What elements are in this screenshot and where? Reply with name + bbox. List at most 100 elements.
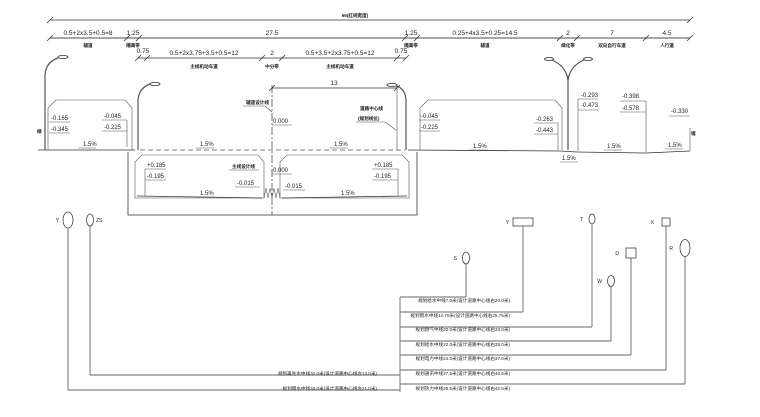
- pipe-code-label: Y: [56, 218, 60, 224]
- slope-value: 1.5%: [83, 142, 97, 148]
- slope-value: 1.5%: [200, 142, 214, 148]
- lamp-head-icon: [149, 82, 161, 87]
- elevation-callout-right-aux-right: -0.263 -0.443: [534, 117, 559, 150]
- slope-value: 1.5%: [668, 143, 682, 149]
- slope-main-upper-right: 1.5%: [330, 142, 348, 149]
- left-end-label: 绿: [37, 128, 42, 135]
- segment-name: 隔离带: [126, 42, 140, 49]
- pipe-circle-icon: [588, 213, 596, 225]
- elevation-value: -0.473: [581, 103, 599, 109]
- dimension-tick: [135, 34, 143, 42]
- pipe-s: S: [400, 251, 470, 298]
- dimension-tick: [686, 16, 694, 24]
- pipe-y: Y: [56, 211, 400, 391]
- elevation-value: -0.195: [374, 174, 392, 180]
- total-width-label: 66(红线宽度): [342, 12, 369, 19]
- elevation-value: -0.293: [581, 93, 599, 99]
- pipe-y: Y: [400, 217, 534, 313]
- pipe-label: 规划雨水中线34.0米(设计道路中心线左21.0米): [283, 385, 378, 392]
- pipe-label: 规划再生水中线32.0米(设计道路中心线左13.0米): [278, 370, 378, 377]
- pipe-w: W: [400, 275, 615, 342]
- lamp-head-icon: [544, 57, 554, 61]
- pipe-circle-icon: [679, 239, 691, 257]
- road-centerline-label: 道路中心线: [360, 105, 383, 112]
- elevation-value: -0.345: [51, 127, 69, 133]
- lamp-head-icon: [386, 83, 398, 88]
- elevation-value: -0.165: [51, 116, 69, 122]
- pipe-box-icon: [512, 217, 534, 227]
- sunken-main-road: [127, 152, 418, 216]
- segment-name: 主线机动车道: [326, 63, 354, 70]
- pipe-label: 规划雨水中线12.75米(设计道路中心线右25.75米): [410, 312, 510, 319]
- bike-lane-surface: [576, 151, 647, 154]
- lamp-head-icon: [583, 57, 593, 61]
- street-lamp-right-median: [386, 83, 407, 150]
- pipe-label: 规划电力中线24.0米(设计道路中心线右37.0米): [416, 355, 511, 362]
- pipe-code-label: T: [580, 217, 583, 223]
- pipe-code-label: Y: [506, 220, 510, 226]
- dimension-tick: [401, 34, 409, 42]
- elevation-callout-bike-lane: -0.398 -0.578: [620, 94, 647, 152]
- slope-right-aux: 1.5%: [469, 144, 488, 151]
- right-aux-road-outline: [419, 99, 563, 150]
- lamp-arm-icon: [567, 59, 585, 81]
- elevation-callout-sidewalk: -0.330: [669, 109, 690, 117]
- elevation-value: +0.185: [147, 163, 166, 169]
- slope-sidewalk: 1.5%: [665, 143, 683, 150]
- segment-label: 2: [566, 30, 570, 37]
- dimension-tick: [686, 34, 694, 42]
- pipe-code-label: D: [615, 251, 619, 257]
- elevation-callout-main-right-inner: -0.015: [283, 184, 305, 191]
- dimension-tick: [413, 34, 421, 42]
- pipe-code-label: S: [454, 256, 458, 262]
- segment-label: 0.75: [395, 48, 408, 55]
- pipe-label: 规划通讯中线27.5米(设计道路中心线右40.5米): [416, 370, 511, 377]
- greenbelt-surface: [559, 150, 578, 153]
- pipe-label: 规划给水中线22.0米(设计道路中心线右35.0米): [416, 341, 511, 348]
- elevation-callout-main-left-inner: -0.015: [235, 181, 260, 188]
- pipe-d: D: [400, 247, 637, 356]
- segment-name: 辅道: [480, 42, 490, 49]
- lamp-pole-icon: [137, 83, 151, 150]
- pipe-circle-icon: [607, 275, 615, 287]
- lamp-pole-icon: [44, 57, 59, 150]
- segment-label: 4.5: [662, 30, 671, 37]
- street-lamp-left: [44, 55, 69, 150]
- pipe-circle-icon: [62, 211, 74, 229]
- center-elevation-bottom: 0.000: [273, 168, 289, 174]
- elevation-value: -0.225: [421, 125, 439, 131]
- segment-name: 中分带: [265, 63, 279, 70]
- dimension-tick: [278, 54, 286, 62]
- elevation-callout-greenbelt: -0.293 -0.473: [577, 93, 599, 151]
- pipe-label: 规划燃气中线20.0米(设计道路中心线右33.0米): [416, 326, 511, 333]
- segment-label: 0.5+2x3.5+0.5=8: [64, 30, 113, 37]
- elevation-callout-main-right-outer: +0.185 -0.195: [372, 163, 399, 196]
- lamp-pole-icon: [395, 85, 407, 150]
- planning-centerline-label: (规划线位): [358, 115, 380, 122]
- dimension-tick: [393, 54, 401, 62]
- lamp-head-icon: [57, 55, 69, 60]
- slope-value: 1.5%: [200, 191, 214, 197]
- center-elevation-top: 0.000: [273, 119, 289, 125]
- slope-left-aux: 1.5%: [78, 142, 97, 149]
- dimension-tick: [46, 16, 54, 24]
- segment-label: 2: [270, 50, 274, 57]
- slope-bike-lane: 1.5%: [604, 144, 622, 151]
- pipe-code-label: W: [597, 279, 602, 285]
- aux-design-line-callout: 辅道设计线 0.000: [243, 99, 292, 126]
- dimension-tick: [642, 34, 650, 42]
- left-aux-road-outline: [47, 99, 133, 150]
- elevation-callout-main-left-outer: +0.185 -0.195: [144, 163, 166, 196]
- segment-label: 0.25+4x3.5+0.25=14.5: [452, 30, 518, 37]
- elevation-callout-right-aux-left: -0.045 -0.225: [419, 114, 440, 132]
- slope-main-upper-left: 1.5%: [196, 142, 214, 149]
- segment-dimension-row-2: 0.75 0.5+2x3.75+3.5+0.5=12 主线机动车道 2 中分带 …: [134, 48, 410, 70]
- segment-dimension-row-1: 0.5+2x3.5+0.5=8 辅道 1.25 隔离带 27.5 1.25 隔离…: [46, 30, 694, 49]
- aux-design-line-label: 辅道设计线: [246, 99, 269, 106]
- leader-line: [384, 121, 397, 131]
- elevation-value: -0.398: [622, 94, 640, 100]
- pipe-circle-icon: [462, 251, 470, 265]
- dimension-tick: [258, 54, 266, 62]
- elevation-value: -0.045: [104, 114, 122, 120]
